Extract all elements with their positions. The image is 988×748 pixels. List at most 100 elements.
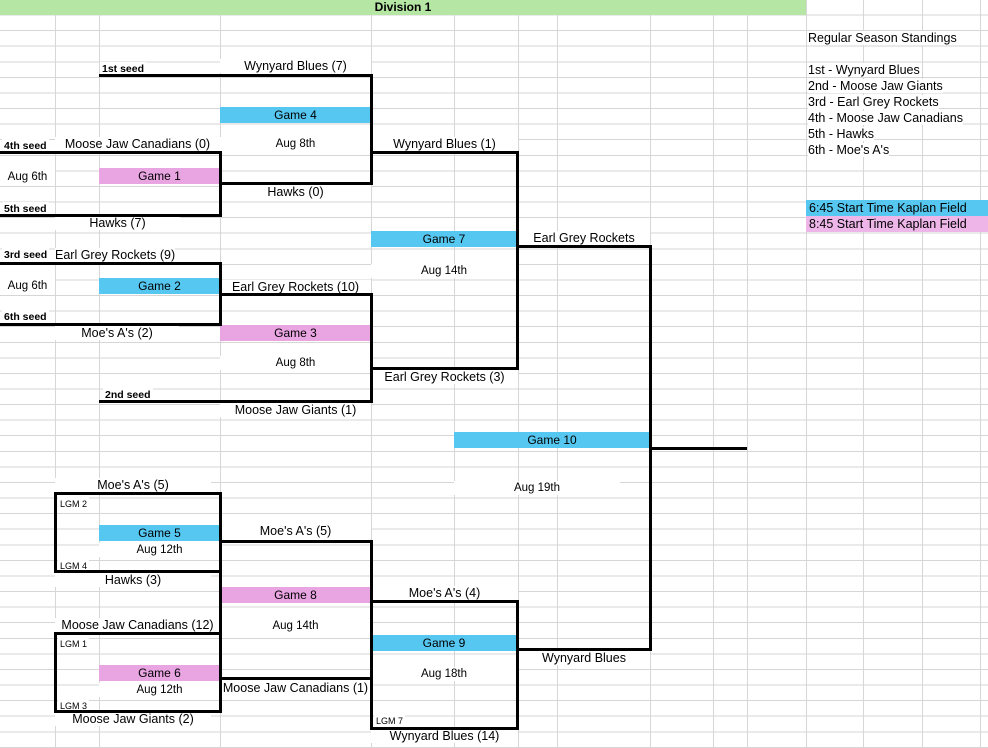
gridline bbox=[55, 0, 56, 748]
bracket-line bbox=[516, 600, 519, 730]
game3-cell[interactable]: Game 3 bbox=[220, 325, 371, 341]
team-wynyard-blues-14: Wynyard Blues (14) bbox=[371, 729, 518, 743]
bracket-line bbox=[0, 151, 222, 154]
bracket-line bbox=[99, 400, 373, 403]
gridline bbox=[220, 0, 221, 748]
game3-date: Aug 8th bbox=[220, 356, 371, 370]
bracket-line bbox=[0, 214, 222, 217]
bracket-line bbox=[54, 570, 222, 573]
team-wynyard-blues-final: Wynyard Blues bbox=[518, 651, 650, 665]
legend-early-start[interactable]: 6:45 Start Time Kaplan Field bbox=[806, 200, 988, 216]
gridline bbox=[713, 0, 714, 748]
bracket-line bbox=[219, 151, 222, 217]
bracket-line bbox=[54, 492, 222, 495]
standings-item-5: 5th - Hawks bbox=[808, 127, 874, 141]
team-moes-as-5-winner: Moe's A's (5) bbox=[220, 524, 371, 538]
seed-label-1st: 1st seed bbox=[100, 62, 147, 76]
team-moes-as-5: Moe's A's (5) bbox=[55, 478, 211, 492]
team-moose-jaw-giants-1: Moose Jaw Giants (1) bbox=[220, 403, 371, 417]
legend-late-start[interactable]: 8:45 Start Time Kaplan Field bbox=[806, 216, 988, 232]
game9-cell[interactable]: Game 9 bbox=[371, 635, 517, 651]
bracket-line bbox=[370, 74, 373, 185]
bracket-line bbox=[649, 245, 652, 651]
lgm3-label: LGM 3 bbox=[58, 699, 90, 713]
team-moes-as-4: Moe's A's (4) bbox=[371, 586, 518, 600]
bracket-line bbox=[516, 151, 519, 370]
team-moose-jaw-canadians-1: Moose Jaw Canadians (1) bbox=[220, 681, 371, 695]
seed-label-6th: 6th seed bbox=[2, 310, 49, 324]
game4-cell[interactable]: Game 4 bbox=[220, 107, 371, 123]
team-hawks-0: Hawks (0) bbox=[220, 185, 371, 199]
bracket-line bbox=[219, 182, 372, 185]
bracket-line bbox=[219, 540, 372, 543]
game8-cell[interactable]: Game 8 bbox=[220, 587, 371, 603]
bracket-line bbox=[517, 648, 651, 651]
game5-cell[interactable]: Game 5 bbox=[99, 525, 220, 541]
bracket-line bbox=[370, 727, 519, 730]
team-earl-grey-rockets-final: Earl Grey Rockets bbox=[518, 231, 650, 245]
game2-cell[interactable]: Game 2 bbox=[99, 278, 220, 294]
game5-date: Aug 12th bbox=[99, 543, 220, 557]
team-earl-grey-rockets-9: Earl Grey Rockets (9) bbox=[55, 248, 176, 262]
game8-date: Aug 14th bbox=[220, 619, 371, 633]
gridline bbox=[99, 0, 100, 748]
bracket-line bbox=[54, 632, 57, 713]
gridline bbox=[922, 0, 923, 748]
bracket-line bbox=[54, 710, 222, 713]
game7-cell[interactable]: Game 7 bbox=[371, 231, 517, 247]
game1-date: Aug 6th bbox=[0, 170, 55, 184]
gridline bbox=[747, 0, 748, 748]
bracket-line bbox=[649, 447, 747, 450]
team-hawks-3: Hawks (3) bbox=[55, 573, 211, 587]
game1-cell[interactable]: Game 1 bbox=[99, 168, 220, 184]
standings-item-4: 4th - Moose Jaw Canadians bbox=[808, 111, 963, 125]
lgm4-label: LGM 4 bbox=[58, 559, 90, 573]
gridline bbox=[863, 0, 864, 748]
bracket-line bbox=[370, 367, 519, 370]
bracket-line bbox=[0, 323, 222, 326]
game2-date: Aug 6th bbox=[0, 279, 55, 293]
seed-label-5th: 5th seed bbox=[2, 202, 49, 216]
team-earl-grey-rockets-3: Earl Grey Rockets (3) bbox=[371, 370, 518, 384]
standings-title: Regular Season Standings bbox=[808, 31, 957, 45]
lgm1-label: LGM 1 bbox=[58, 637, 90, 651]
seed-label-2nd: 2nd seed bbox=[103, 388, 153, 402]
gridline bbox=[980, 0, 981, 748]
standings-item-2: 2nd - Moose Jaw Giants bbox=[808, 79, 943, 93]
bracket-line bbox=[54, 492, 57, 573]
game9-date: Aug 18th bbox=[371, 667, 517, 681]
team-moose-jaw-canadians-0: Moose Jaw Canadians (0) bbox=[55, 137, 220, 151]
game4-date: Aug 8th bbox=[220, 137, 371, 151]
gridline bbox=[518, 0, 519, 748]
bracket-line bbox=[370, 540, 373, 730]
game10-cell[interactable]: Game 10 bbox=[454, 432, 650, 448]
game7-date: Aug 14th bbox=[371, 264, 517, 278]
seed-label-4th: 4th seed bbox=[2, 139, 49, 153]
bracket-line bbox=[54, 632, 222, 635]
seed-label-3rd: 3rd seed bbox=[2, 248, 50, 262]
bracket-line bbox=[370, 600, 519, 603]
standings-item-1: 1st - Wynyard Blues bbox=[808, 63, 920, 77]
team-moose-jaw-giants-2: Moose Jaw Giants (2) bbox=[55, 712, 211, 726]
bracket-line bbox=[517, 245, 651, 248]
bracket-line bbox=[370, 151, 519, 154]
team-moes-as-2: Moe's A's (2) bbox=[55, 326, 179, 340]
bracket-line bbox=[370, 293, 373, 403]
team-earl-grey-rockets-10: Earl Grey Rockets (10) bbox=[220, 280, 371, 294]
game6-cell[interactable]: Game 6 bbox=[99, 665, 220, 681]
standings-item-3: 3rd - Earl Grey Rockets bbox=[808, 95, 939, 109]
team-wynyard-blues-1: Wynyard Blues (1) bbox=[371, 137, 518, 151]
gridline bbox=[557, 0, 558, 748]
game10-date: Aug 19th bbox=[454, 481, 620, 495]
team-wynyard-blues-7: Wynyard Blues (7) bbox=[220, 59, 371, 73]
bracket-line bbox=[219, 293, 372, 296]
lgm7-label: LGM 7 bbox=[374, 714, 406, 728]
bracket-line bbox=[99, 74, 373, 77]
team-hawks-7: Hawks (7) bbox=[55, 216, 180, 230]
bracket-line bbox=[219, 492, 222, 713]
game6-date: Aug 12th bbox=[99, 683, 220, 697]
bracket-line bbox=[219, 262, 222, 326]
division-header: Division 1 bbox=[0, 0, 806, 15]
team-moose-jaw-canadians-12: Moose Jaw Canadians (12) bbox=[55, 618, 220, 632]
